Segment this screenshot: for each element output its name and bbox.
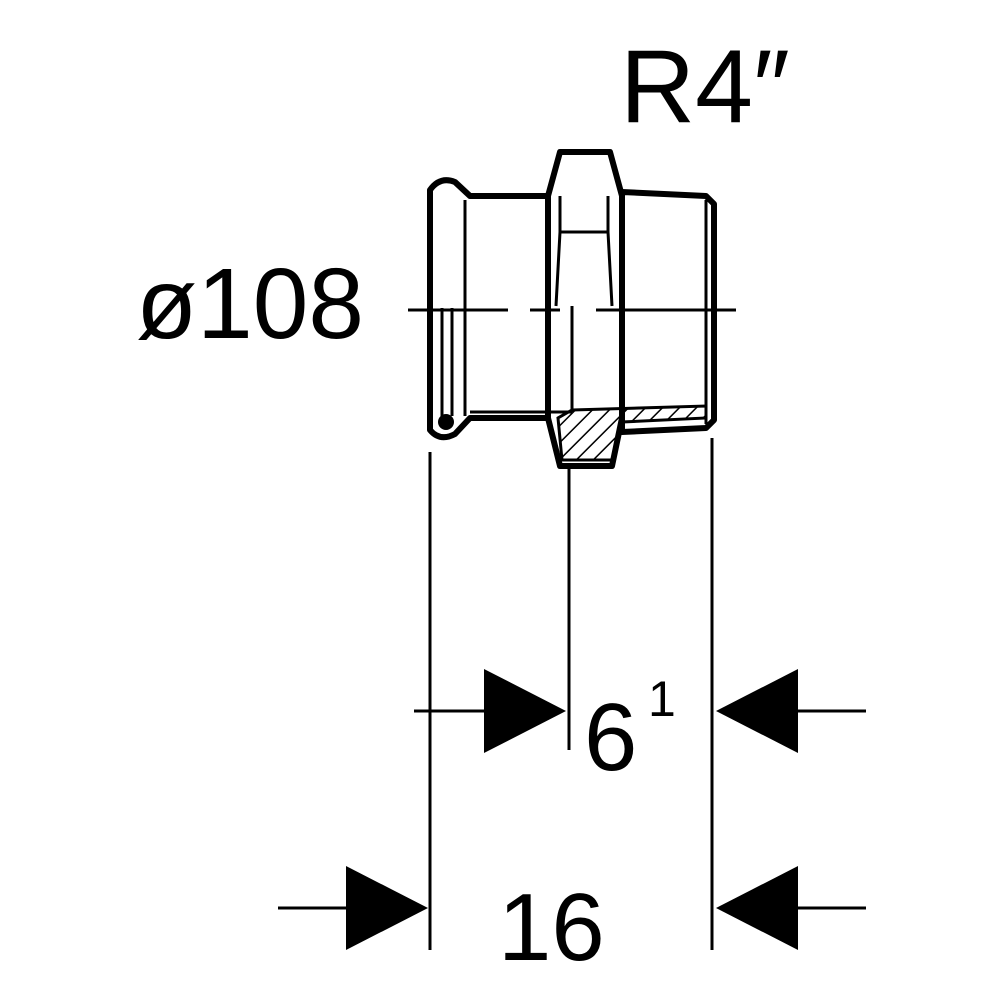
thread-label: R4″ xyxy=(620,29,790,145)
length-dimension xyxy=(278,866,866,950)
insertion-depth-label: 6 xyxy=(584,684,637,791)
arrowhead-left xyxy=(716,669,798,753)
length-label: 16 xyxy=(498,874,605,981)
insertion-depth-dimension xyxy=(414,669,866,753)
insertion-depth-value: 6 xyxy=(584,684,637,791)
arrowhead-right xyxy=(346,866,428,950)
fitting-body xyxy=(427,149,717,469)
diameter-label: ø108 xyxy=(136,248,364,360)
hex-facet-lines xyxy=(554,196,614,307)
arrowhead-left xyxy=(716,866,798,950)
arrowhead-right xyxy=(484,669,566,753)
insertion-depth-superscript: 1 xyxy=(648,671,676,727)
o-ring xyxy=(438,414,454,430)
threaded-spigot-outline xyxy=(619,189,717,435)
